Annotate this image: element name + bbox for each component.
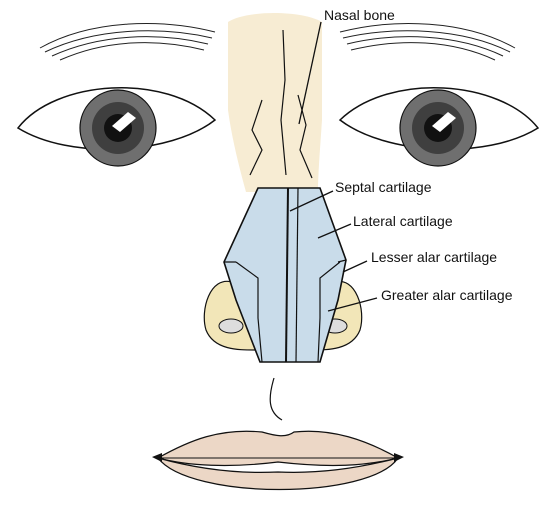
- label-septal-cartilage: Septal cartilage: [335, 179, 432, 195]
- nasal-bone: [228, 13, 322, 192]
- right-eye: [340, 88, 538, 166]
- label-lateral-cartilage: Lateral cartilage: [353, 213, 453, 229]
- left-eye: [18, 88, 215, 166]
- label-lesser-alar-cartilage: Lesser alar cartilage: [371, 249, 497, 265]
- left-eyebrow: [40, 24, 215, 60]
- right-eyebrow: [340, 24, 515, 60]
- lips: [152, 431, 404, 489]
- philtrum: [270, 378, 282, 420]
- label-greater-alar-cartilage: Greater alar cartilage: [381, 287, 513, 303]
- label-nasal-bone: Nasal bone: [324, 7, 395, 23]
